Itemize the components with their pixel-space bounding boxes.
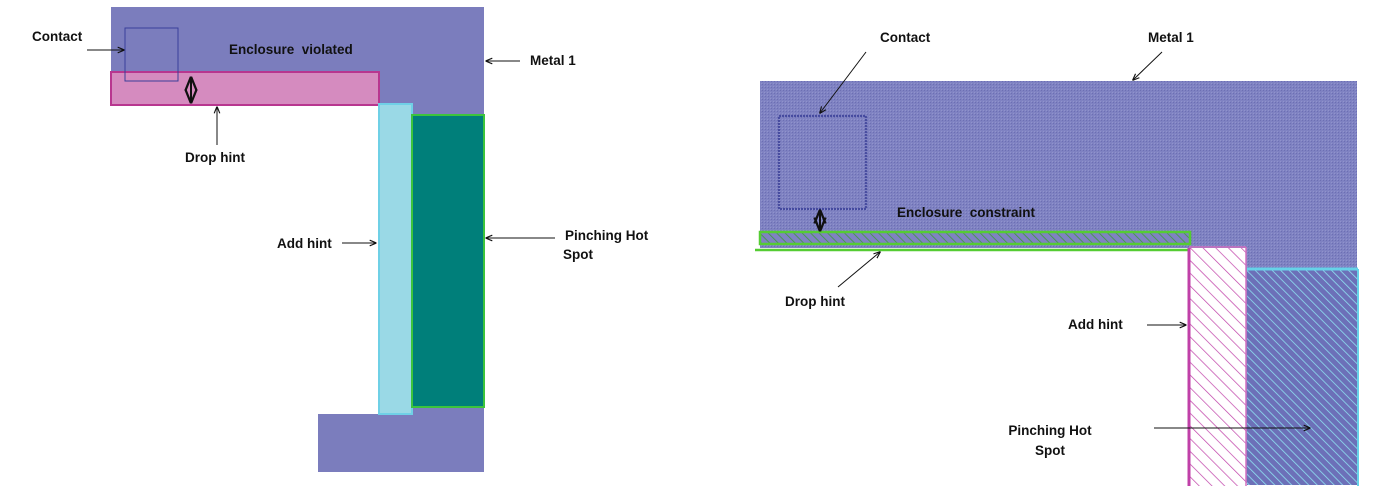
pinching-label-line2: Spot [1035,443,1065,458]
left-panel: Contact Enclosure violated Metal 1 Drop … [32,7,649,472]
add-hint-label: Add hint [1068,317,1123,332]
contact-label: Contact [32,29,83,44]
drop-hint-label: Drop hint [185,150,245,165]
drop-hint-pointer-arrow [837,252,880,288]
pinching-hot-spot-shape [411,114,485,408]
drop-hint-label: Drop hint [785,294,845,309]
metal1-pointer-arrow [1133,51,1163,80]
right-panel: Contact Metal 1 Enclosure constraint Dro… [755,30,1359,486]
enclosure-violated-label: Enclosure violated [229,42,353,57]
metal1-label: Metal 1 [530,53,576,68]
pinching-hot-spot-hatched-shape [1247,269,1357,485]
pinching-label-line2: Spot [563,247,593,262]
add-hint-hatched-shape [1190,248,1246,486]
metal1-label: Metal 1 [1148,30,1194,45]
contact-pointer-arrow [820,51,867,113]
pinching-label-line1: Pinching Hot [565,228,649,243]
drop-hint-hatched-band [758,230,1192,246]
contact-label: Contact [880,30,931,45]
add-hint-shape [378,103,413,415]
contact-shape [778,115,867,210]
drop-hint-shape [110,71,380,106]
pinching-label-line1: Pinching Hot [1008,423,1092,438]
metal1-shape [760,81,1357,248]
add-hint-label: Add hint [277,236,332,251]
enclosure-constraint-label: Enclosure constraint [897,205,1036,220]
contact-shape [124,27,179,82]
metal1-shape [318,414,484,472]
